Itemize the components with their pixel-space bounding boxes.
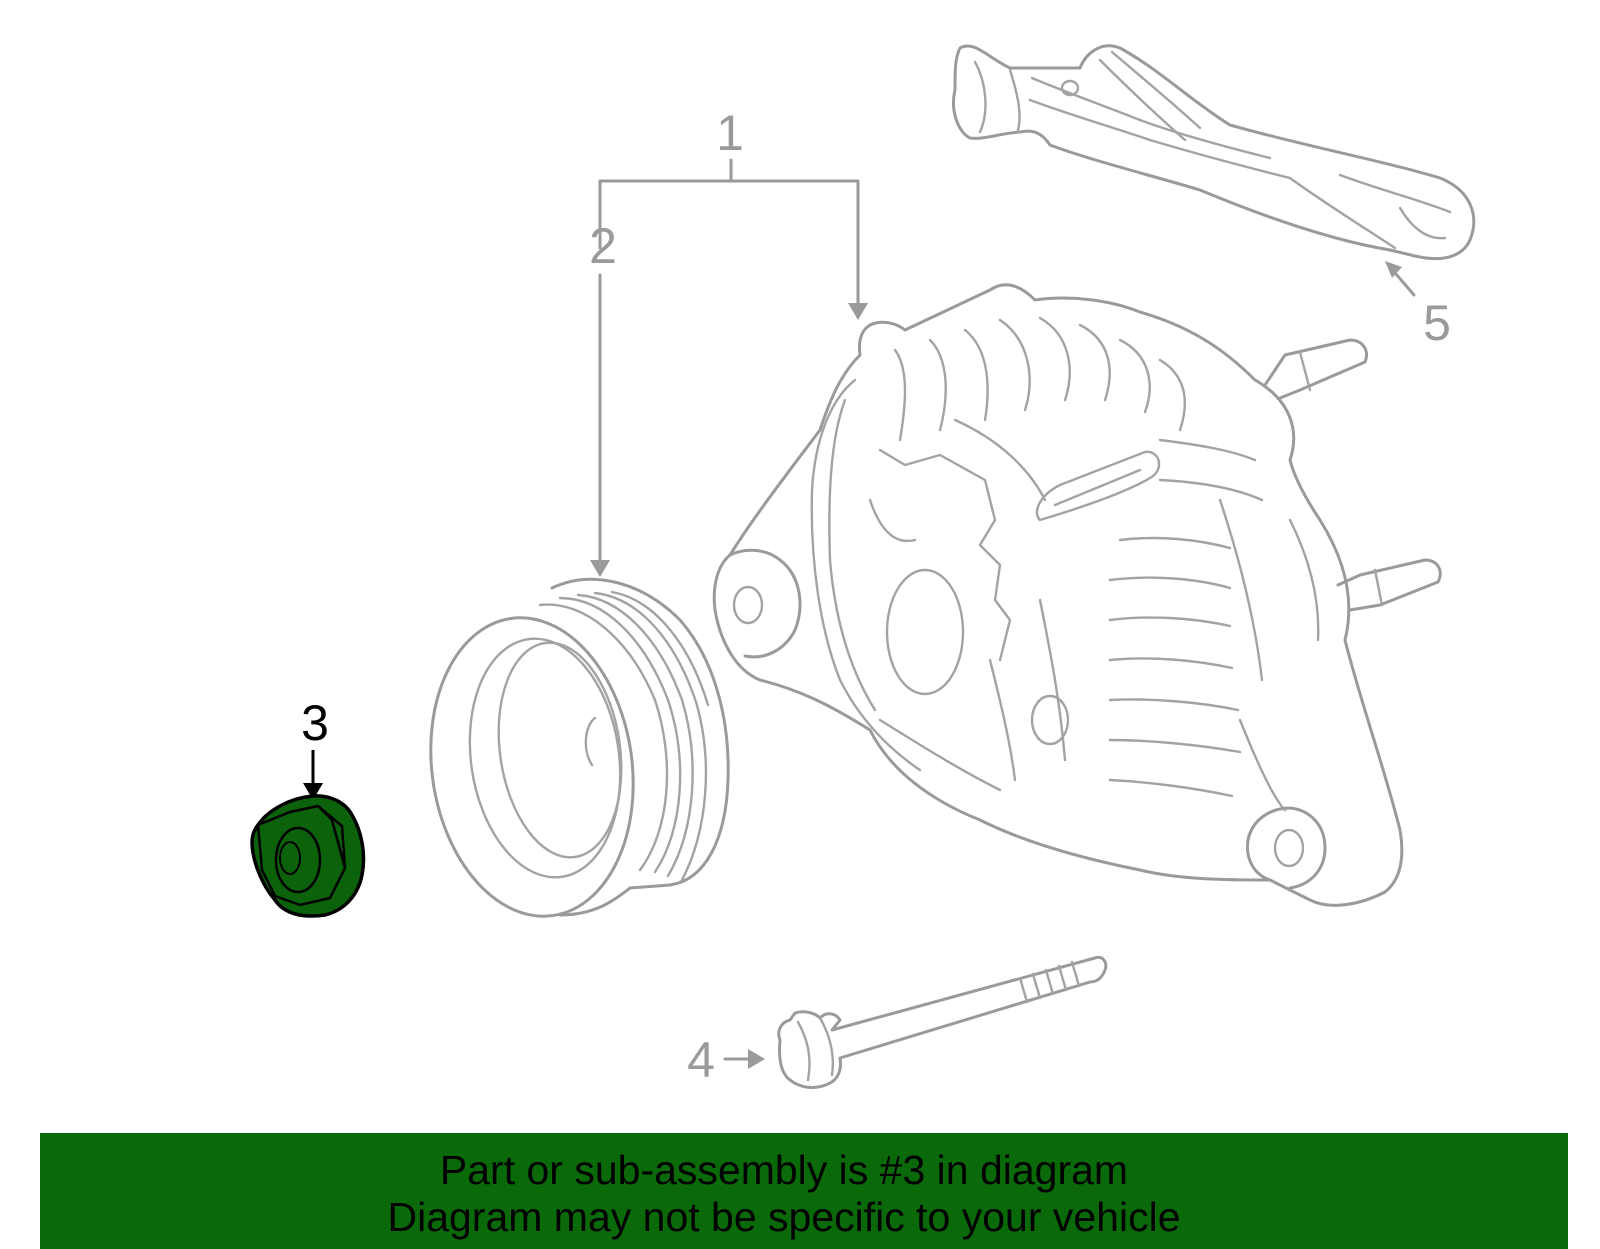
bolt-part-4	[777, 955, 1108, 1089]
nut-part-3-highlighted	[250, 750, 366, 918]
banner-line-disclaimer: Diagram may not be specific to your vehi…	[387, 1194, 1181, 1240]
callout-5-leader	[1385, 261, 1416, 297]
info-banner: Part or sub-assembly is #3 in diagram Di…	[40, 1133, 1568, 1249]
callout-1-2-leaders	[590, 158, 868, 577]
callout-5-label: 5	[1423, 295, 1451, 351]
nut-body	[250, 794, 366, 918]
alternator-bracket-part-5	[952, 44, 1476, 261]
pulley-part-2	[429, 577, 730, 918]
callout-1-label: 1	[716, 105, 744, 161]
banner-line-part-number: Part or sub-assembly is #3 in diagram	[439, 1147, 1129, 1193]
alternator-part-1	[712, 283, 1442, 907]
callout-4-label: 4	[687, 1032, 715, 1088]
callout-3-label: 3	[301, 695, 329, 751]
callout-2-label: 2	[589, 218, 617, 274]
callout-4-leader	[723, 1049, 765, 1069]
